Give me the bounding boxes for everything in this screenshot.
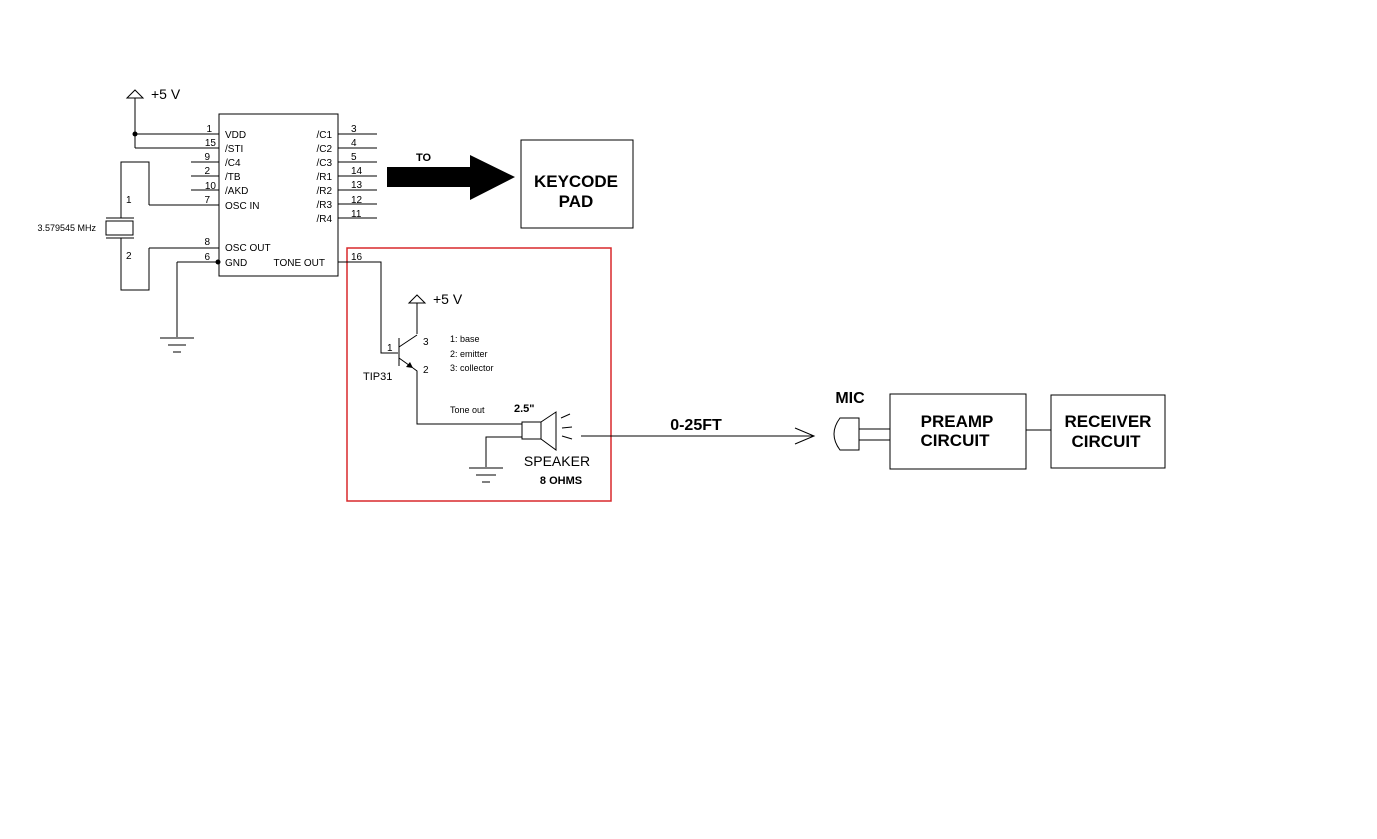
mic-icon — [833, 417, 890, 451]
preamp-box — [889, 393, 1027, 470]
preamp-label-2: CIRCUIT — [921, 431, 991, 450]
transistor-pin-collector: 3 — [423, 337, 429, 348]
speaker-size: 2.5" — [514, 403, 535, 415]
pin-number: 13 — [351, 180, 363, 191]
tone-out-pin-number: 16 — [351, 252, 363, 263]
pin-label: /STI — [225, 144, 243, 155]
ic-right-pin-numbers: 3 4 5 14 13 12 11 — [351, 124, 363, 220]
pin-label: /R1 — [316, 172, 332, 183]
pin-number: 4 — [351, 138, 357, 149]
crystal-pin-1: 1 — [126, 195, 132, 206]
supply-symbol-top — [125, 89, 145, 148]
pin-number: 11 — [351, 209, 362, 220]
transistor-symbol — [398, 334, 522, 425]
pin-label: /R4 — [316, 214, 332, 225]
crystal-frequency: 3.579545 MHz — [37, 223, 96, 233]
pin-legend-item: 3: collector — [450, 363, 494, 373]
pin-label: OSC OUT — [225, 243, 271, 254]
pin-label: /C4 — [225, 158, 241, 169]
pin-label: /C2 — [316, 144, 332, 155]
speaker-name: SPEAKER — [524, 453, 590, 469]
ic-right-pin-labels: /C1 /C2 /C3 /R1 /R2 /R3 /R4 — [316, 130, 332, 225]
supply-symbol-transistor — [407, 294, 427, 334]
pin-label: /AKD — [225, 186, 248, 197]
transistor-name: TIP31 — [363, 371, 392, 383]
tone-out-wire — [338, 261, 398, 354]
speaker-icon — [485, 411, 573, 467]
pin-label: OSC IN — [225, 201, 259, 212]
transistor-pin-emitter: 2 — [423, 365, 429, 376]
receiver-label-1: RECEIVER — [1065, 412, 1152, 431]
pin-label: /R3 — [316, 200, 332, 211]
speaker-tone-label: Tone out — [450, 405, 485, 415]
distance-label: 0-25FT — [670, 417, 722, 434]
pin-number: 15 — [205, 138, 217, 149]
ic-right-leads — [338, 133, 377, 219]
ic-left-pin-labels: VDD /STI /C4 /TB /AKD OSC IN OSC OUT GND — [225, 130, 271, 269]
crystal-symbol — [105, 161, 150, 291]
pin-label: GND — [225, 258, 247, 269]
arrow-label: TO — [416, 152, 432, 164]
pin-number: 3 — [351, 124, 357, 135]
pin-number: 8 — [204, 237, 210, 248]
transistor-supply-label: +5 V — [433, 291, 463, 307]
crystal-pin-2: 2 — [126, 251, 132, 262]
mic-label: MIC — [835, 390, 865, 407]
keycode-pad-box — [520, 139, 634, 229]
receiver-label-2: CIRCUIT — [1072, 432, 1142, 451]
pin-legend-item: 2: emitter — [450, 349, 488, 359]
keycode-pad-label-1: KEYCODE — [534, 172, 618, 191]
pin-number: 10 — [205, 181, 217, 192]
pin-number: 12 — [351, 195, 363, 206]
pin-number: 2 — [204, 166, 210, 177]
ground-icon — [160, 262, 194, 353]
ic-left-pin-numbers: 1 15 9 2 10 7 8 6 — [204, 124, 216, 263]
ic-left-leads — [135, 133, 221, 265]
pin-number: 6 — [204, 252, 210, 263]
keycode-pad-label-2: PAD — [559, 192, 594, 211]
sound-path-arrow — [581, 427, 816, 445]
pin-label: /C3 — [316, 158, 332, 169]
pin-label: /R2 — [316, 186, 332, 197]
arrow-right-icon — [387, 155, 515, 200]
preamp-label-1: PREAMP — [921, 412, 994, 431]
pin-number: 5 — [351, 152, 357, 163]
supply-label-top: +5 V — [151, 86, 181, 102]
pin-legend-item: 1: base — [450, 334, 480, 344]
pin-number: 7 — [204, 195, 210, 206]
pin-label: /TB — [225, 172, 241, 183]
receiver-box — [1050, 394, 1166, 469]
ic-body — [218, 113, 339, 277]
tone-out-label: TONE OUT — [274, 258, 325, 269]
ground-icon — [469, 467, 503, 483]
pin-number: 1 — [206, 124, 212, 135]
pin-label: /C1 — [316, 130, 332, 141]
speaker-ohms: 8 OHMS — [540, 475, 582, 487]
pin-number: 14 — [351, 166, 363, 177]
highlight-box — [346, 247, 612, 502]
transistor-pin-base: 1 — [387, 343, 393, 354]
pin-number: 9 — [204, 152, 210, 163]
pin-label: VDD — [225, 130, 246, 141]
